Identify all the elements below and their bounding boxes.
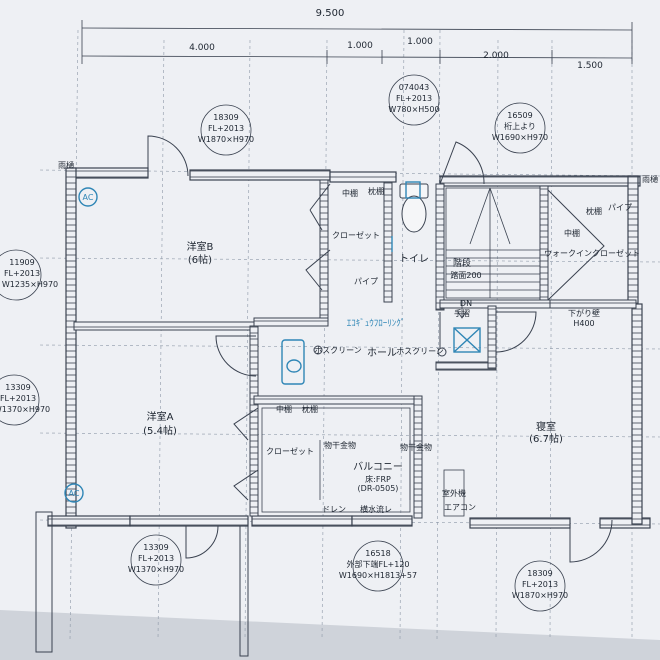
balcony-details: [261, 407, 465, 517]
room-bed-a-size: (5.4帖): [143, 424, 177, 437]
ac-mark-1: AC: [83, 193, 94, 202]
window-2-code: 074043: [399, 83, 430, 92]
stairs-dim: 踏面200: [450, 270, 481, 280]
window-5-code: 13309: [5, 383, 30, 392]
window-tag-texts: 18309 FL+2013 W1870×H970 074043 FL+2013 …: [0, 83, 568, 600]
balcony-note-2: (DR-0505): [358, 484, 399, 493]
shelf-label-3: 枕棚: [586, 206, 602, 216]
rain-gutter-label-2: 雨樋: [642, 174, 658, 184]
balcony-note-1: 床:FRP: [365, 474, 391, 484]
window-6-fl: FL+2013: [138, 554, 174, 563]
exterior-walls: [47, 167, 651, 529]
dryer-label-2: 物干金物: [400, 442, 432, 452]
interior-walls: [73, 179, 637, 519]
window-1-fl: FL+2013: [208, 124, 244, 133]
window-4-code: 11909: [9, 258, 34, 267]
window-4-size: W1235×H970: [2, 280, 58, 289]
hosu-screen-markers: [313, 345, 447, 357]
window-2-size: W780×H500: [388, 105, 439, 114]
dim-seg3: 1.000: [407, 37, 433, 47]
window-1-size: W1870×H970: [198, 135, 254, 144]
hanger-label-2: 中棚: [276, 404, 292, 414]
room-balcony: バルコニー: [353, 461, 403, 473]
rain-gutter-label-1: 雨樋: [58, 160, 74, 170]
dim-seg1: 4.000: [189, 43, 215, 53]
balcony-outline: [35, 511, 249, 657]
room-wic: ウォークインクローゼット: [544, 248, 640, 258]
window-6-code: 13309: [143, 543, 168, 552]
room-hall: ホール: [367, 347, 397, 359]
window-7-size: W1690×H1813+57: [339, 571, 417, 580]
room-toilet: トイレ: [399, 254, 429, 265]
hanger-label-1: 中棚: [342, 188, 358, 198]
window-5-fl: FL+2013: [0, 394, 36, 403]
shelf-label-2: 枕棚: [302, 404, 318, 414]
room-bed-a-name: 洋室A: [147, 410, 174, 423]
room-master-size: (6.7帖): [529, 432, 563, 445]
room-stairs: 階段: [453, 257, 471, 269]
handwritten-marks: [64, 181, 481, 503]
hanger-wall-label: 下がり壁: [568, 308, 600, 318]
room-bed-b-size: (6帖): [188, 253, 212, 266]
window-7-code: 16518: [365, 549, 390, 558]
room-master-name: 寝室: [536, 420, 556, 433]
gutter-label: 横水流レ: [360, 504, 392, 514]
window-3-fl: 桁上より: [504, 121, 536, 131]
door-swings: [147, 135, 613, 563]
toilet-fixture: [399, 183, 429, 233]
window-8-code: 18309: [527, 569, 552, 578]
drain-label: ドレン: [322, 505, 346, 514]
staircase: [445, 187, 541, 319]
dimension-lines: [81, 20, 633, 64]
dim-seg2: 1.000: [347, 41, 373, 51]
window-5-size: W1370×H970: [0, 405, 50, 414]
hosu-label-1: ホスクリーン: [314, 346, 362, 355]
closet-b-label: クローゼット: [332, 230, 380, 240]
closet-a-label: クローゼット: [266, 446, 314, 456]
dryer-label-1: 物干金物: [324, 440, 356, 450]
ac-mark-2: AC: [69, 489, 80, 498]
window-tags: [0, 74, 566, 612]
dim-seg4: 2.000: [483, 51, 509, 61]
paper-shadow: [0, 610, 660, 660]
hanger-label-3: 中棚: [564, 228, 580, 238]
window-8-size: W1870×H970: [512, 591, 568, 600]
aircon-label: エアコン: [444, 503, 476, 512]
window-3-code: 16509: [507, 111, 532, 120]
window-7-fl: 外部下端FL+120: [346, 559, 409, 569]
window-8-fl: FL+2013: [522, 580, 558, 589]
window-6-size: W1370×H970: [128, 565, 184, 574]
outdoor-unit-label: 室外機: [442, 488, 466, 498]
shelf-label-1: 枕棚: [368, 186, 384, 196]
window-2-fl: FL+2013: [396, 94, 432, 103]
dim-total: 9.500: [316, 8, 345, 19]
stairs-handrail: 手摺: [454, 308, 470, 318]
window-1-code: 18309: [213, 113, 238, 122]
handwritten-note: ｴｺｷﾞｭｳﾌﾛｰﾘﾝｸﾞ: [347, 318, 406, 329]
pipe-label-1: パイプ: [354, 277, 378, 286]
pipe-label-2: パイプ: [608, 203, 632, 212]
room-bed-b-name: 洋室B: [187, 240, 214, 253]
hanger-wall-height: H400: [573, 319, 594, 328]
dim-seg5: 1.500: [577, 61, 603, 71]
window-4-fl: FL+2013: [4, 269, 40, 278]
window-3-size: W1690×H970: [492, 133, 548, 142]
hosu-label-2: ホスクリーン: [396, 347, 444, 356]
stairs-dn: DN: [460, 299, 472, 308]
